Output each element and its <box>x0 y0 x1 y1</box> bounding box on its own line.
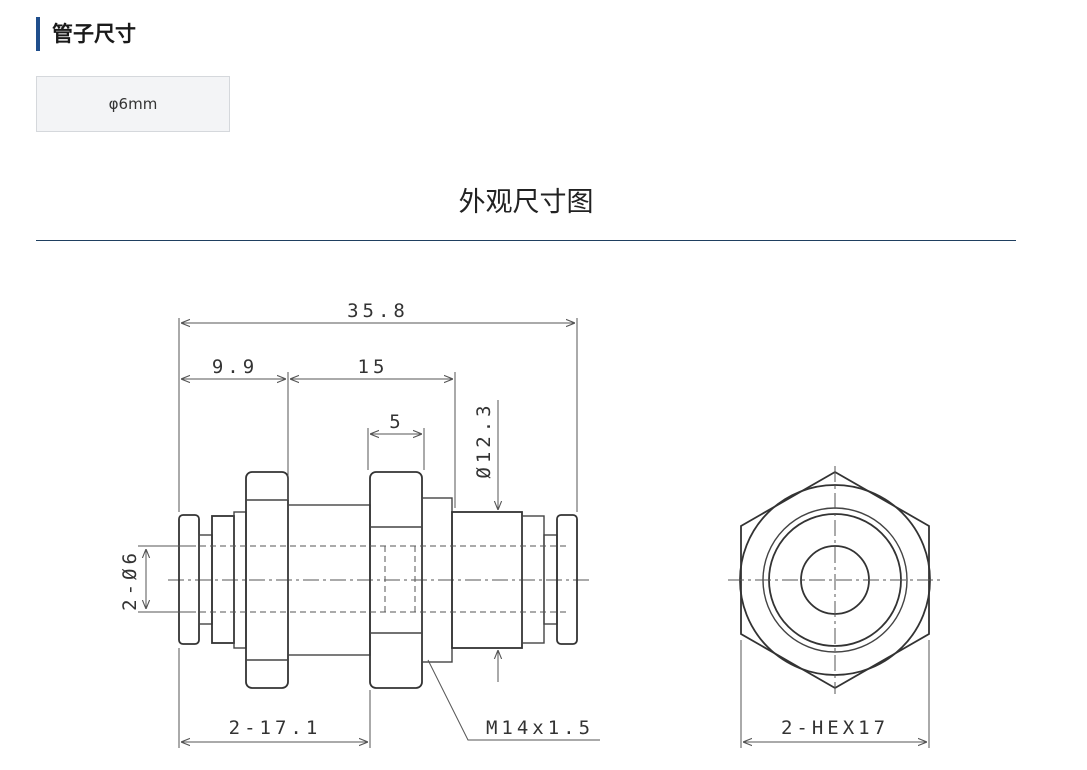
size-option-label: φ6mm <box>108 95 158 113</box>
dim-hex: 2-HEX17 <box>781 717 889 739</box>
dim-overall: 35.8 <box>347 300 409 322</box>
drawing-title: 外观尺寸图 <box>458 187 594 218</box>
dim-tube: 2-Ø6 <box>119 549 141 611</box>
end-view: 2-HEX17 <box>728 466 942 748</box>
dim-hex-width: 5 <box>389 411 404 433</box>
dim-thread: M14x1.5 <box>486 717 594 739</box>
dim-bottom: 2-17.1 <box>229 717 322 739</box>
dim-mid: 15 <box>358 356 389 378</box>
dim-diameter: Ø12.3 <box>473 401 495 478</box>
divider <box>36 240 1016 241</box>
section-title: 管子尺寸 <box>36 17 136 51</box>
size-option-button[interactable]: φ6mm <box>36 76 230 132</box>
dim-left: 9.9 <box>212 356 258 378</box>
side-view: 35.8 9.9 15 5 Ø12.3 2-Ø6 2-17.1 M14x1.5 <box>119 300 600 748</box>
